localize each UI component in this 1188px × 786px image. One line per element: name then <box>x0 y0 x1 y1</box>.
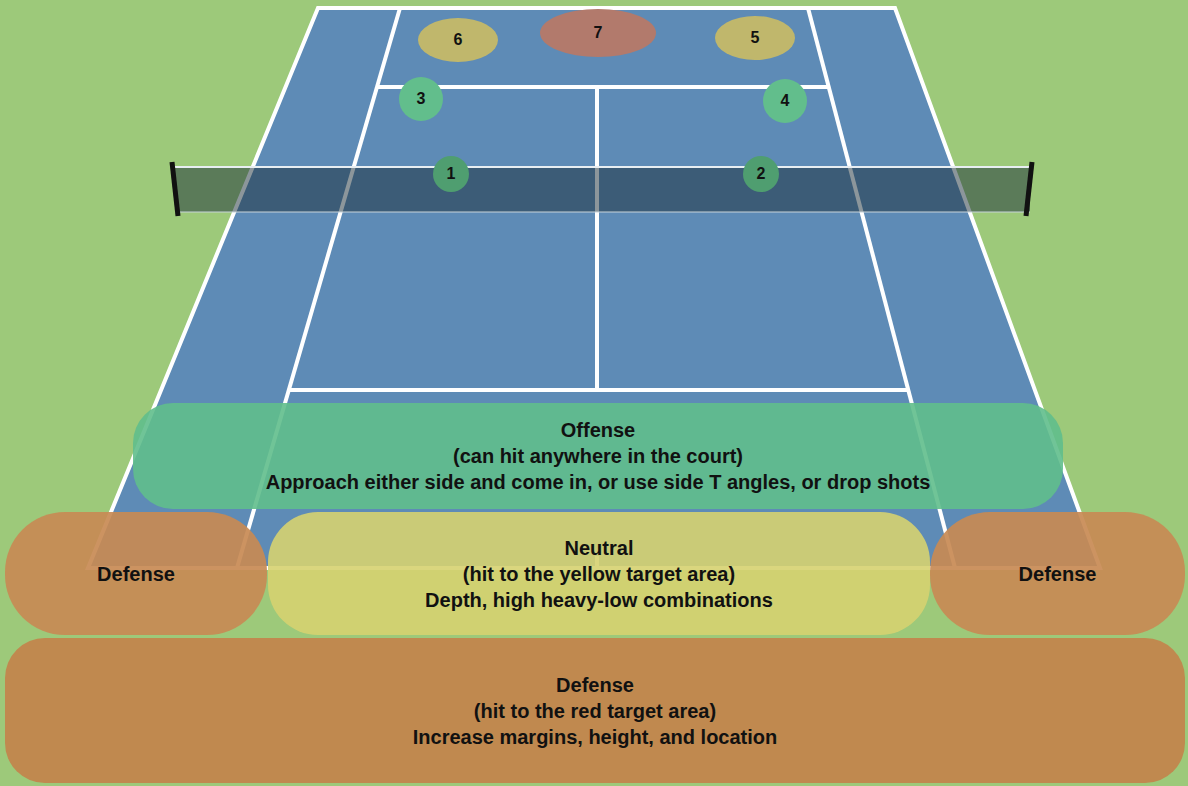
target-ellipse: 7 <box>540 9 656 57</box>
target-ellipse: 6 <box>418 18 498 62</box>
zone-heading: Neutral <box>565 535 634 561</box>
net <box>175 167 1030 212</box>
offense-band: Offense(can hit anywhere in the court)Ap… <box>133 403 1063 509</box>
defense-band: Defense <box>5 512 267 635</box>
callout-number: 4 <box>781 91 790 112</box>
zone-text: (hit to the yellow target area) <box>463 561 735 587</box>
neutral-band: Neutral(hit to the yellow target area)De… <box>268 512 930 635</box>
callout-number: 2 <box>757 164 766 185</box>
callout-number: 7 <box>594 23 603 44</box>
callout-number: 1 <box>447 164 456 185</box>
net-bottom <box>175 212 1030 213</box>
zone-heading: Defense <box>556 672 634 698</box>
zone-heading: Defense <box>97 561 175 587</box>
court-surface <box>88 8 1100 568</box>
court-lines <box>88 8 1100 568</box>
zone-heading: Defense <box>1019 561 1097 587</box>
zone-heading: Offense <box>561 417 635 443</box>
target-circle: 2 <box>743 156 779 192</box>
zone-text: Approach either side and come in, or use… <box>266 469 931 495</box>
net-post <box>172 162 178 216</box>
target-circle: 3 <box>399 77 443 121</box>
callout-number: 6 <box>454 30 463 51</box>
target-ellipse: 5 <box>715 16 795 60</box>
defense-band: Defense <box>930 512 1185 635</box>
zone-text: Increase margins, height, and location <box>413 724 778 750</box>
zone-text: (hit to the red target area) <box>474 698 716 724</box>
zone-text: Depth, high heavy-low combinations <box>425 587 773 613</box>
callout-number: 3 <box>417 89 426 110</box>
target-circle: 4 <box>763 79 807 123</box>
net-tape <box>175 166 1030 168</box>
callout-number: 5 <box>751 28 760 49</box>
defense-band: Defense(hit to the red target area)Incre… <box>5 638 1185 783</box>
zone-text: (can hit anywhere in the court) <box>453 443 743 469</box>
target-circle: 1 <box>433 156 469 192</box>
net-post <box>1026 162 1032 216</box>
